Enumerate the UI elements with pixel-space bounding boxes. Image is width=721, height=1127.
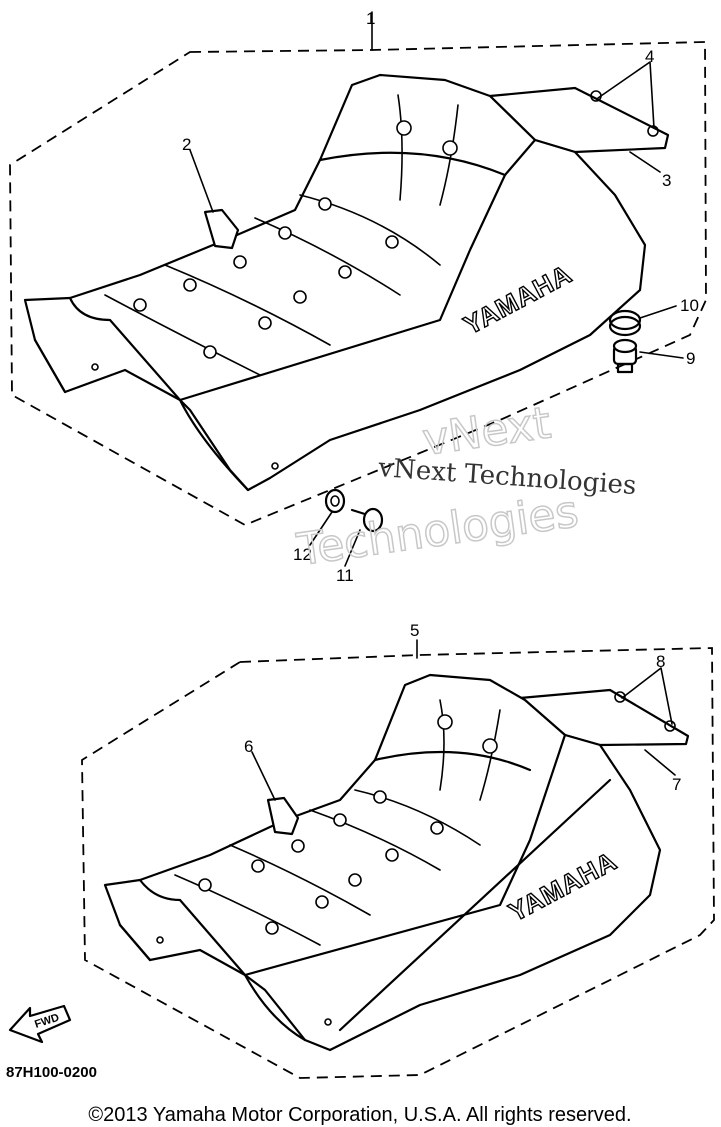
callout-2: 2 bbox=[182, 135, 191, 154]
seat-button bbox=[396, 120, 412, 136]
callout-5: 5 bbox=[410, 621, 419, 640]
callout-6: 6 bbox=[244, 737, 253, 756]
seat-strap bbox=[266, 796, 300, 836]
callout-8: 8 bbox=[656, 652, 665, 671]
seat-strap bbox=[203, 208, 240, 250]
bolt-part-11 bbox=[350, 507, 384, 533]
callout-1: 1 bbox=[366, 9, 375, 28]
bottom-assembly-boundary bbox=[81, 647, 715, 1079]
callout-11: 11 bbox=[336, 566, 354, 585]
callout-9: 9 bbox=[686, 349, 695, 368]
callout-3: 3 bbox=[662, 171, 671, 190]
callout-7: 7 bbox=[672, 775, 681, 794]
plate-bolt-hole bbox=[647, 125, 659, 137]
callout-4: 4 bbox=[645, 47, 654, 66]
copyright-notice: ©2013 Yamaha Motor Corporation, U.S.A. A… bbox=[88, 1104, 631, 1126]
top-seat-body bbox=[23, 73, 647, 492]
diagram-code: 87H100-0200 bbox=[6, 1064, 97, 1081]
top-assembly-boundary bbox=[9, 41, 707, 526]
washer-part-12 bbox=[324, 488, 346, 514]
bottom-seat-body bbox=[103, 673, 662, 1052]
bottom-seat-assembly: YAMAHA 5 6 7 8 bbox=[81, 621, 715, 1079]
callout-12: 12 bbox=[293, 545, 312, 564]
watermark-text: vNext Technologies bbox=[377, 453, 638, 501]
grommet-part-10 bbox=[608, 309, 642, 337]
callout-10: 10 bbox=[680, 296, 699, 315]
watermark-outline-1: vNext bbox=[419, 397, 553, 465]
collar-part-9 bbox=[612, 338, 638, 374]
fwd-arrow-icon bbox=[8, 1004, 72, 1044]
seat-button bbox=[442, 140, 458, 156]
top-seat-assembly: YAMAHA 1 2 3 4 10 bbox=[9, 9, 707, 585]
forward-direction-arrow: FWD bbox=[8, 1004, 72, 1044]
